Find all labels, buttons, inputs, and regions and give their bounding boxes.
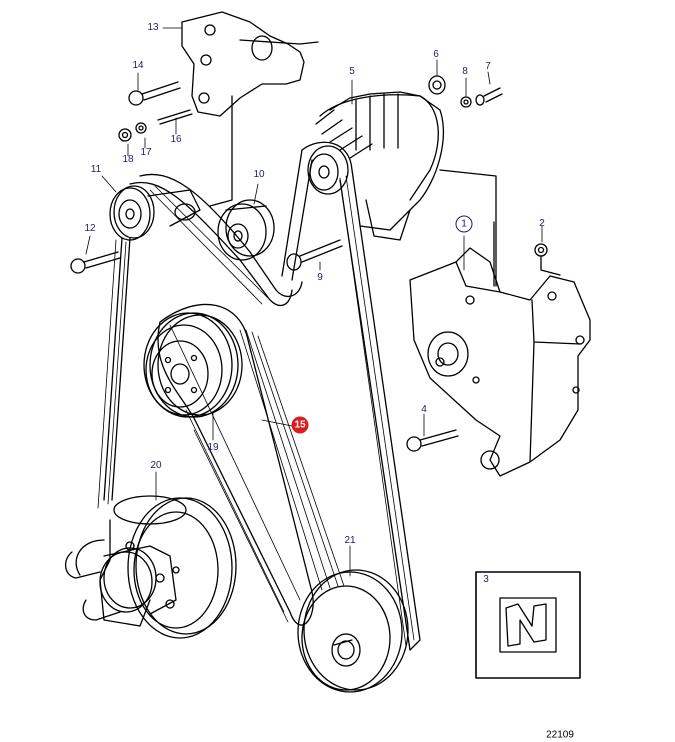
figure-reference-number: 22109: [546, 729, 574, 741]
leader-lines: [85, 27, 543, 577]
callout-19: 19: [207, 442, 219, 453]
tensioner-pulley: [109, 185, 201, 241]
callout-6: 6: [433, 49, 439, 60]
idler-pulley: [217, 199, 275, 261]
callout-1-circle: 1: [455, 215, 473, 233]
callout-3: 3: [483, 574, 489, 585]
bolt-4: [406, 429, 459, 452]
callout-14: 14: [132, 60, 144, 71]
callout-13: 13: [147, 22, 159, 33]
pulley-crankshaft: [297, 569, 409, 693]
top-fasteners: [118, 81, 193, 142]
callout-7: 7: [485, 61, 491, 72]
detail-box: [475, 571, 581, 679]
callout-15-highlighted[interactable]: 15: [291, 416, 309, 434]
belt-19: [157, 303, 345, 626]
callout-21: 21: [344, 535, 356, 546]
callout-1: 1: [455, 215, 473, 233]
callout-18: 18: [122, 154, 134, 165]
callout-10: 10: [253, 169, 265, 180]
callout-5: 5: [349, 66, 355, 77]
alternator-fasteners: [428, 75, 503, 108]
callout-12: 12: [84, 223, 96, 234]
belt-15: [97, 141, 421, 651]
bolt-9: [286, 239, 343, 271]
bolt-12: [70, 251, 121, 274]
callout-9: 9: [317, 272, 323, 283]
callout-16: 16: [170, 134, 182, 145]
pulley-water-pump: [143, 312, 243, 418]
bracket-top: [181, 11, 319, 207]
callout-8: 8: [462, 66, 468, 77]
callout-11: 11: [90, 164, 102, 175]
alternator: [307, 91, 497, 287]
callout-17: 17: [140, 147, 152, 158]
callout-2: 2: [539, 218, 545, 229]
callout-20: 20: [150, 460, 162, 471]
water-pump-assembly: [65, 495, 237, 639]
nut-2: [534, 243, 561, 276]
alternator-bracket: [409, 221, 591, 477]
callout-4: 4: [421, 404, 427, 415]
